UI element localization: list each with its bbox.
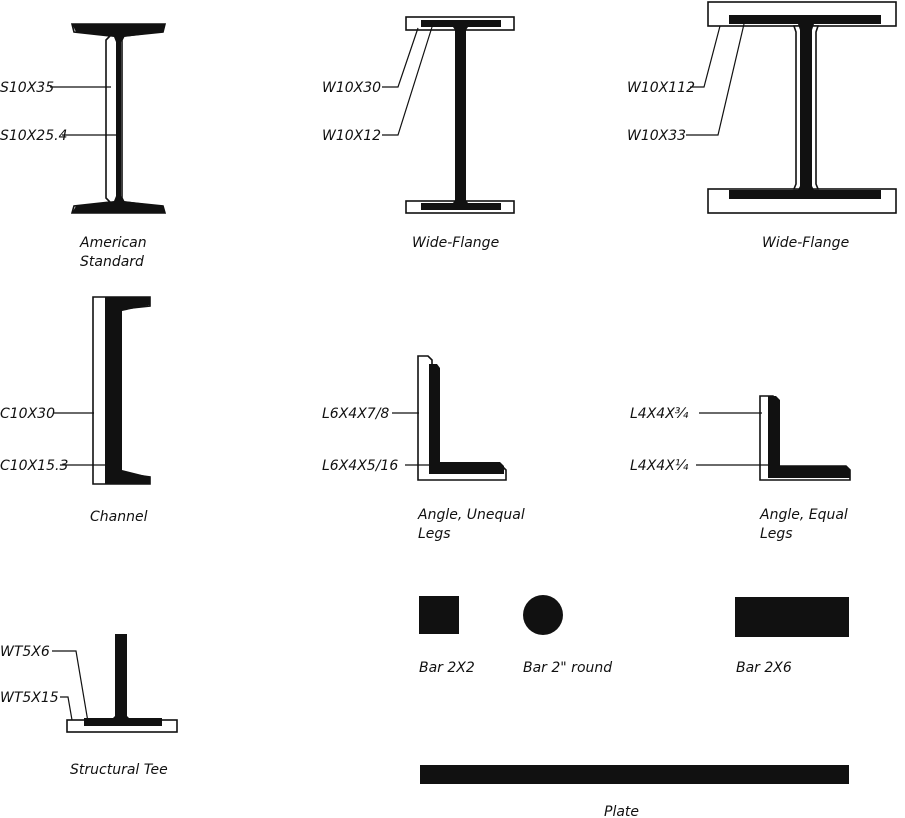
- plate-shape: [420, 765, 849, 784]
- caption-bar-square: Bar 2X2: [419, 660, 475, 676]
- label-l4x4x34: L4X4X¾: [630, 406, 689, 422]
- wide-flange-large-shape: [707, 1, 897, 214]
- caption-american-standard-2: Standard: [80, 254, 144, 270]
- label-wt5x15: WT5X15: [0, 690, 59, 706]
- wide-flange-small-shape: [405, 16, 515, 214]
- bar-rect-shape: [735, 597, 849, 637]
- caption-bar-rect: Bar 2X6: [736, 660, 792, 676]
- caption-bar-round: Bar 2" round: [523, 660, 612, 676]
- structural-tee-shape: [66, 634, 178, 733]
- label-c10x15: C10X15.3: [0, 458, 68, 474]
- caption-american-standard-1: American: [79, 235, 147, 251]
- caption-angle-equal-1: Angle, Equal: [759, 507, 848, 523]
- caption-angle-unequal-1: Angle, Unequal: [417, 507, 525, 523]
- angle-unequal-shape: [417, 355, 507, 481]
- leader-wt5x15: [60, 696, 73, 721]
- channel-shape: [92, 296, 151, 485]
- label-w10x30: W10X30: [322, 80, 381, 96]
- label-w10x33: W10X33: [627, 128, 686, 144]
- angle-equal-shape: [759, 395, 851, 481]
- american-standard-shape: [70, 23, 167, 214]
- label-c10x30: C10X30: [0, 406, 55, 422]
- caption-wide-flange-large: Wide-Flange: [762, 235, 849, 251]
- caption-wide-flange-small: Wide-Flange: [412, 235, 499, 251]
- caption-plate: Plate: [604, 804, 639, 818]
- label-s10x25: S10X25.4: [0, 128, 67, 144]
- label-l6x4x78: L6X4X7/8: [322, 406, 389, 422]
- caption-angle-equal-2: Legs: [760, 526, 793, 542]
- label-s10x35: S10X35: [0, 80, 54, 96]
- leader-w10x33: [686, 23, 745, 136]
- label-wt5x6: WT5X6: [0, 644, 50, 660]
- caption-angle-unequal-2: Legs: [418, 526, 451, 542]
- leader-wt5x6: [52, 650, 89, 723]
- caption-structural-tee: Structural Tee: [70, 762, 168, 778]
- label-l6x4x516: L6X4X5/16: [322, 458, 398, 474]
- bar-square-shape: [419, 596, 459, 634]
- bar-round-shape: [523, 595, 563, 635]
- leader-w10x112: [690, 25, 721, 88]
- label-w10x12: W10X12: [322, 128, 381, 144]
- leader-w10x30: [382, 27, 419, 88]
- label-w10x112: W10X112: [627, 80, 695, 96]
- caption-channel: Channel: [90, 509, 148, 525]
- leader-w10x12: [382, 26, 433, 136]
- label-l4x4x14: L4X4X¼: [630, 458, 689, 474]
